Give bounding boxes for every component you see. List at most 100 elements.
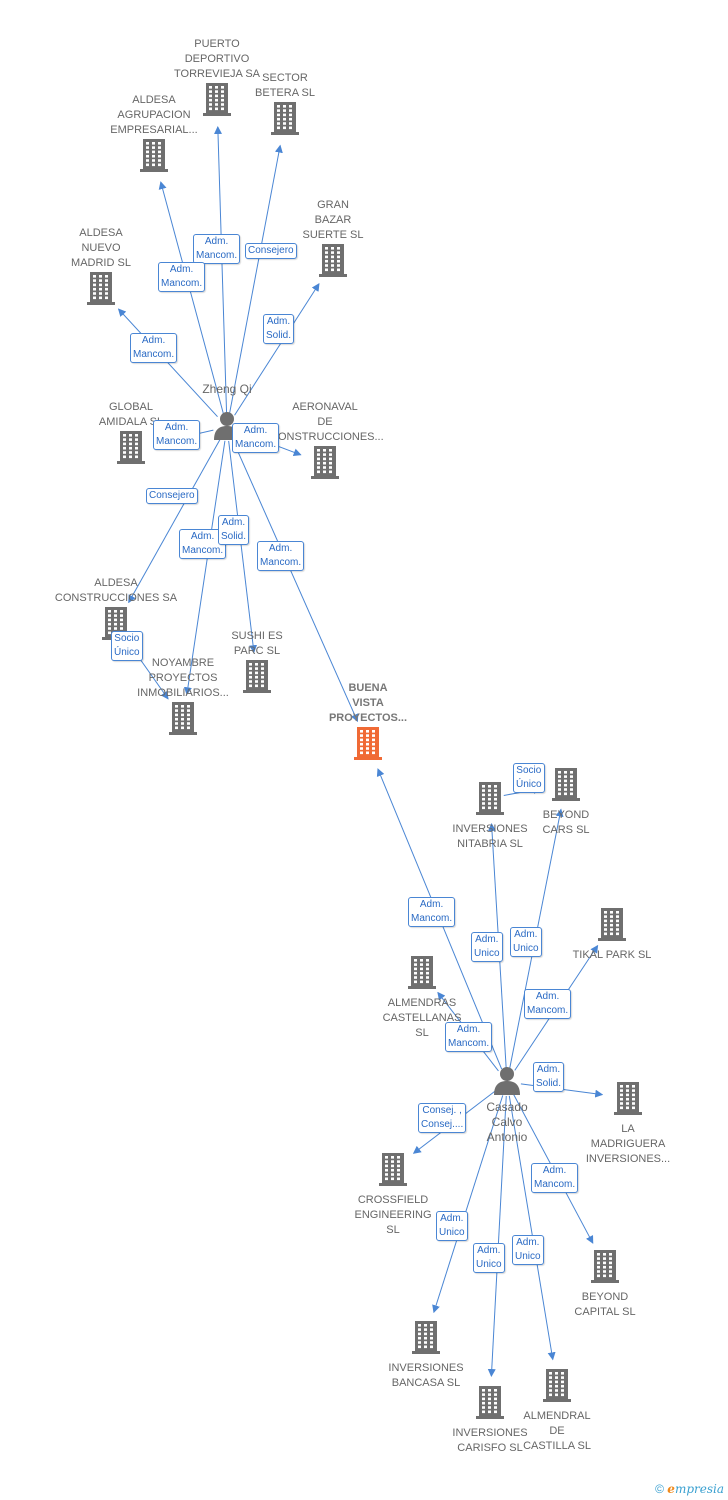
edge-label[interactable]: Socio Único [111,631,143,661]
edge-zheng-center [232,439,359,723]
company-madriguera[interactable]: LA MADRIGUERA INVERSIONES... [573,1081,683,1167]
edge-label[interactable]: Adm. Mancom. [408,897,456,927]
company-label: SUSHI ES PARC SL [231,630,283,657]
edge-label[interactable]: Adm. Unico [436,1211,468,1241]
person-casado[interactable] [492,1065,522,1100]
company-label: NOYAMBRE PROYECTOS INMOBILIARIOS... [137,657,229,699]
building-icon [271,102,299,135]
person-label: Zheng Qi [202,382,252,396]
edge-label[interactable]: Adm. Solid. [533,1062,565,1092]
edge-label[interactable]: Adm. Unico [510,927,542,957]
edge-label[interactable]: Adm. Unico [471,932,503,962]
company-label: BEYOND CARS SL [542,809,590,836]
company-noyambre[interactable]: NOYAMBRE PROYECTOS INMOBILIARIOS... [123,656,243,740]
company-label: ALDESA CONSTRUCCIONES SA [54,577,178,604]
building-icon [379,1153,407,1186]
company-label: GRAN BAZAR SUERTE SL [302,199,364,241]
building-icon [140,139,168,172]
company-label: ALMENDRAS CASTELLANAS SL [382,997,462,1039]
company-label: LA MADRIGUERA INVERSIONES... [585,1123,671,1165]
company-label: SECTOR BETERA SL [255,72,315,99]
building-icon [412,1321,440,1354]
company-label: ALMENDRAL DE CASTILLA SL [523,1410,591,1452]
edge-label[interactable]: Socio Único [513,763,545,793]
building-icon [169,702,197,735]
building-icon [614,1082,642,1115]
building-icon [354,727,382,760]
edge-label[interactable]: Adm. Mancom. [130,333,178,363]
company-sector[interactable]: SECTOR BETERA SL [245,71,325,140]
company-label: CROSSFIELD ENGINEERING SL [354,1194,432,1236]
company-inv-bancasa[interactable]: INVERSIONES BANCASA SL [376,1320,476,1391]
company-aldesa-agr[interactable]: ALDESA AGRUPACION EMPRESARIAL... [99,93,209,177]
footer-brand[interactable]: © empresia [655,1482,724,1496]
building-icon [476,782,504,815]
edge-label[interactable]: Adm. Mancom. [193,234,241,264]
edge-label[interactable]: Adm. Mancom. [153,420,201,450]
building-icon [543,1369,571,1402]
company-gran-bazar[interactable]: GRAN BAZAR SUERTE SL [293,198,373,282]
company-label: INVERSIONES NITABRIA SL [452,823,528,850]
edge-casado-almendral [508,1095,556,1361]
company-center[interactable]: BUENA VISTA PROYECTOS... [313,681,423,765]
edge-casado-inv_carisfo [487,1095,507,1378]
building-icon [476,1386,504,1419]
company-label: INVERSIONES BANCASA SL [388,1362,464,1389]
company-inv-nitabria[interactable]: INVERSIONES NITABRIA SL [440,781,540,852]
edge-label[interactable]: Adm. Solid. [263,314,295,344]
company-aldesa-constr[interactable]: ALDESA CONSTRUCCIONES SA [46,576,186,645]
building-icon [87,272,115,305]
building-icon [408,956,436,989]
person-icon [494,1067,520,1095]
company-beyond-cars[interactable]: BEYOND CARS SL [526,767,606,838]
company-label: AERONAVAL DE CONSTRUCCIONES... [270,401,384,443]
company-crossfield[interactable]: CROSSFIELD ENGINEERING SL [343,1152,443,1238]
company-aldesa-nuevo[interactable]: ALDESA NUEVO MADRID SL [56,226,146,310]
edge-label[interactable]: Consejero [245,243,297,259]
edge-label[interactable]: Adm. Unico [473,1243,505,1273]
edge-casado-inv_bancasa [432,1095,504,1314]
edge-label[interactable]: Adm. Mancom. [531,1163,579,1193]
building-icon [243,660,271,693]
building-icon [311,446,339,479]
edge-zheng-sushi [228,440,258,654]
company-label: BEYOND CAPITAL SL [574,1291,636,1318]
company-inv-carisfo[interactable]: INVERSIONES CARISFO SL [440,1385,540,1456]
company-sushi[interactable]: SUSHI ES PARC SL [217,629,297,698]
edge-label[interactable]: Consejero [146,488,198,504]
company-almendral[interactable]: ALMENDRAL DE CASTILLA SL [507,1368,607,1454]
building-icon [117,431,145,464]
empresia-logo: empresia [667,1482,724,1496]
edge-zheng-aldesa_constr [128,438,221,604]
person-label: Casado Calvo Antonio [486,1100,528,1144]
building-icon [591,1250,619,1283]
edge-label[interactable]: Consej. , Consej.... [418,1103,467,1133]
building-icon [319,244,347,277]
edge-zheng-noyambre [183,440,226,696]
company-label: ALDESA AGRUPACION EMPRESARIAL... [110,94,198,136]
edge-label[interactable]: Adm. Mancom. [445,1022,493,1052]
edge-zheng-sector [229,144,283,414]
company-almendras[interactable]: ALMENDRAS CASTELLANAS SL [372,955,472,1041]
company-puerto[interactable]: PUERTO DEPORTIVO TORREVIEJA SA [162,37,272,121]
edge-label[interactable]: Adm. Unico [512,1235,544,1265]
company-global[interactable]: GLOBAL AMIDALA SL [86,400,176,469]
company-beyond-capital[interactable]: BEYOND CAPITAL SL [560,1249,650,1320]
edge-label[interactable]: Adm. Mancom. [158,262,206,292]
company-label: ALDESA NUEVO MADRID SL [71,227,131,269]
company-aeronaval[interactable]: AERONAVAL DE CONSTRUCCIONES... [270,400,384,484]
edge-label[interactable]: Adm. Mancom. [232,423,280,453]
building-icon [203,83,231,116]
building-icon [552,768,580,801]
edge-zheng-puerto [214,125,228,414]
edge-zheng-aldesa_agr [158,181,224,414]
company-tikal[interactable]: TIKAL PARK SL [557,907,667,963]
company-label: INVERSIONES CARISFO SL [452,1427,528,1454]
edge-label[interactable]: Adm. Mancom. [524,989,572,1019]
edge-label[interactable]: Adm. Mancom. [257,541,305,571]
edge-zheng-gran_bazar [234,283,320,416]
building-icon [598,908,626,941]
edge-label[interactable]: Adm. Solid. [218,515,250,545]
copyright-symbol: © [655,1482,664,1496]
company-label: TIKAL PARK SL [572,949,652,961]
